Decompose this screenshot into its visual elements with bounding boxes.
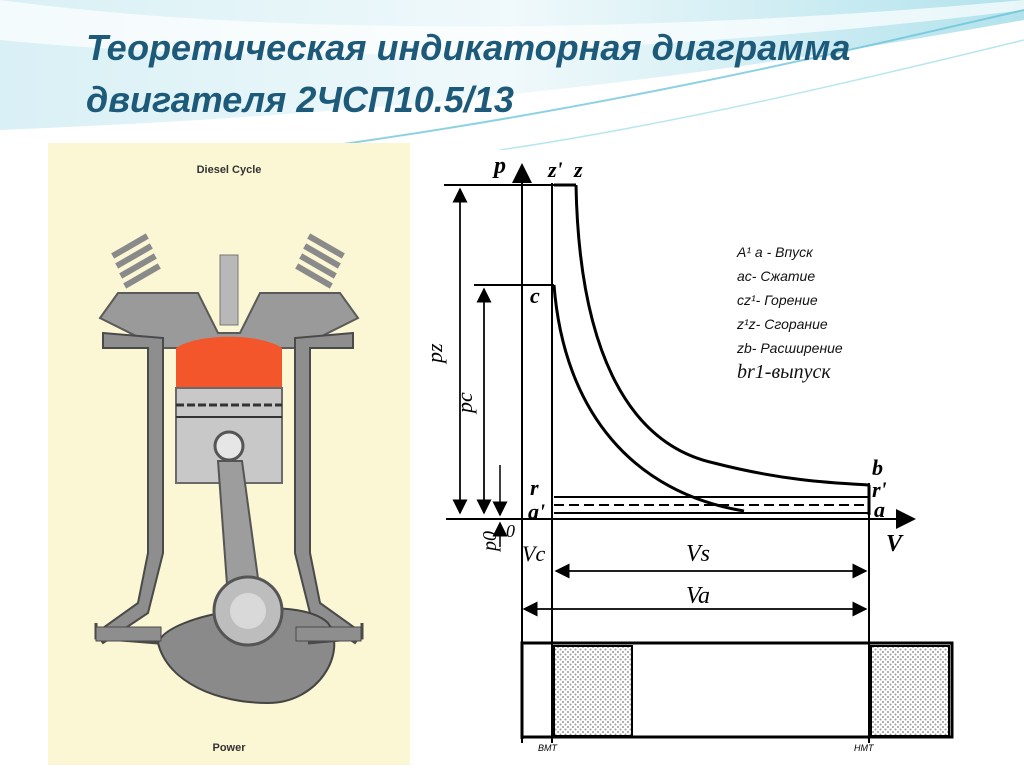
- expansion-curve: [574, 184, 870, 487]
- label-vmt: BMT: [538, 743, 559, 753]
- slide-title-line2: двигателя 2ЧСП10.5/13: [86, 79, 514, 120]
- caption-power: Power: [212, 742, 246, 754]
- point-z-prime: z': [547, 157, 563, 182]
- point-a: a: [874, 497, 885, 522]
- point-a-prime: a': [528, 499, 545, 524]
- compression-curve: [552, 284, 745, 513]
- label-vs: Vs: [686, 541, 710, 567]
- label-nmt: HMT: [854, 743, 875, 753]
- process-legend: A¹ a - Впуск ac- Сжатие cz¹- Горение z¹z…: [737, 240, 843, 384]
- caption-diesel-cycle: Diesel Cycle: [197, 164, 262, 176]
- piston-at-tdc: [553, 645, 633, 737]
- header-swoosh-decoration: [0, 0, 1024, 150]
- point-z: z: [573, 157, 583, 182]
- legend-expansion: zb- Расширение: [737, 340, 843, 356]
- legend-ignition: cz¹- Горение: [737, 292, 818, 308]
- label-va: Va: [686, 583, 710, 609]
- fuel-injector: [219, 254, 239, 326]
- slide-title-line1: Теоретическая индикаторная диаграмма: [86, 27, 851, 68]
- piston-at-bdc: [870, 645, 950, 737]
- point-r-prime: r': [872, 477, 887, 502]
- legend-compression: ac- Сжатие: [737, 268, 816, 284]
- point-c: c: [530, 283, 540, 308]
- legend-intake: A¹ a - Впуск: [737, 244, 813, 260]
- p-axis-label: p: [492, 153, 506, 179]
- point-b: b: [872, 455, 883, 480]
- label-p0: p0: [479, 531, 501, 553]
- legend-exhaust: br1-выпуск: [737, 361, 831, 383]
- valve-spring-right: [295, 233, 345, 289]
- piston-pin: [213, 430, 245, 462]
- label-vc: Vc: [522, 541, 545, 566]
- v-axis-label: V: [886, 531, 904, 557]
- indicator-diagram: p V pz pc p0 Vc z' z c b r' a r a' 0 Vs …: [422, 153, 954, 753]
- valve-spring-left: [111, 233, 161, 289]
- point-zero: 0: [506, 521, 515, 541]
- diesel-engine-illustration: Diesel Cycle Power: [48, 143, 410, 765]
- legend-combustion: z¹z- Сгорание: [737, 316, 828, 332]
- label-pc: pc: [452, 392, 477, 415]
- slide-title: Теоретическая индикаторная диаграмма дви…: [86, 22, 986, 126]
- label-pz: pz: [422, 343, 447, 365]
- combustion-chamber: [176, 336, 282, 388]
- point-r: r: [530, 475, 539, 500]
